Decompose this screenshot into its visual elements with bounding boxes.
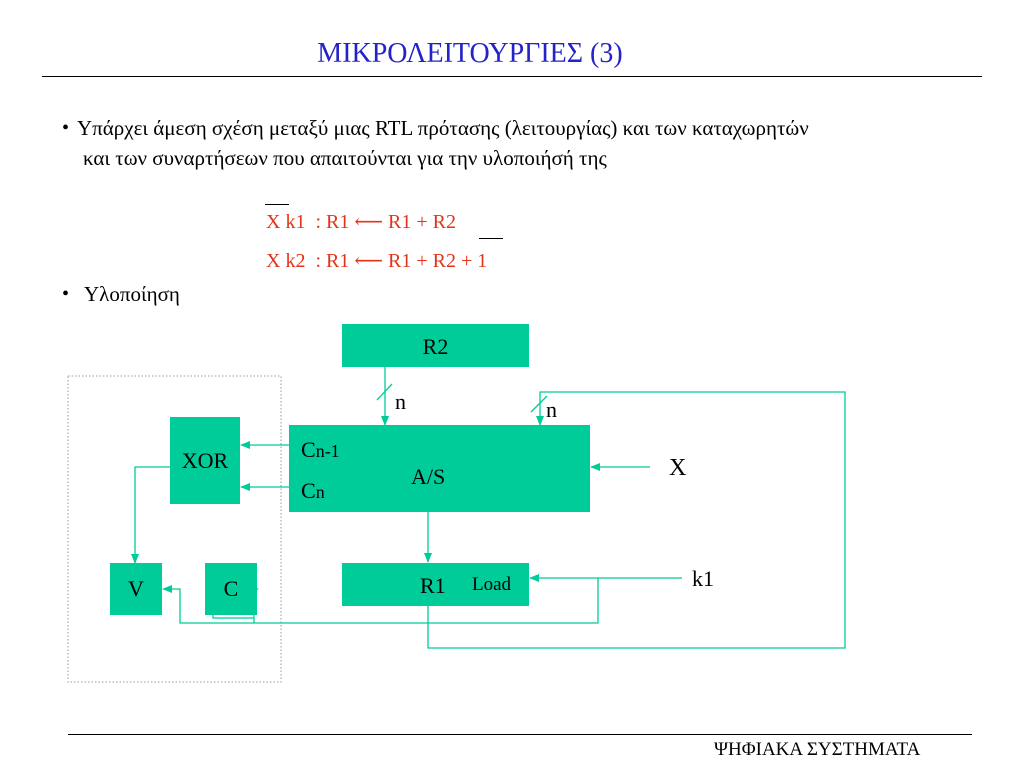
wire-r1-feedback	[427, 391, 846, 649]
bullet-2-text: Υλοποίηση	[84, 282, 180, 306]
footer-course-name: ΨΗΦΙΑΚΑ ΣΥΣΤΗΜΑΤΑ	[714, 739, 921, 760]
control-k1-label: k1	[692, 566, 714, 591]
flag-c-label: C	[223, 576, 239, 601]
footer-divider	[68, 734, 972, 735]
carry-out-cn: Cn	[301, 478, 325, 504]
bus-slash-left	[376, 383, 393, 401]
bullet-1-line-1: Υπάρχει άμεση σχέση μεταξύ μιας RTL πρότ…	[77, 116, 809, 140]
flag-group-outline	[67, 375, 282, 683]
bus-width-label-left: n	[395, 389, 406, 414]
bullet-marker-1: •	[62, 117, 70, 139]
flag-v-label: V	[128, 576, 144, 601]
rtl-statement-2: X k2 : R1 ⟵ R1 + R2 + 1	[266, 250, 488, 272]
register-r1: R1 Load	[342, 563, 529, 606]
bullet-marker-2: •	[62, 283, 70, 305]
xor-gate: XOR	[170, 417, 240, 504]
wire-xor-to-v	[131, 466, 170, 564]
title-divider	[42, 76, 982, 77]
register-r1-label: R1	[420, 573, 446, 598]
xor-gate-label: XOR	[181, 448, 229, 473]
register-r1-load-label: Load	[472, 574, 512, 595]
rtl-statement-1: X k1 : R1 ⟵ R1 + R2	[266, 211, 456, 233]
flag-v: V	[110, 563, 162, 615]
carry-cn-sub: n	[315, 482, 325, 502]
carry-cn-main: C	[301, 478, 316, 503]
overbar-r2	[479, 238, 503, 239]
adder-subtractor-label: A/S	[411, 464, 446, 489]
register-r2: R2	[342, 324, 529, 367]
carry-cn1-sub: n-1	[315, 441, 340, 461]
bus-slash-right	[530, 395, 548, 413]
bus-width-label-right: n	[546, 397, 557, 422]
slide-title: ΜΙΚΡΟΛΕΙΤΟΥΡΓΙΕΣ (3)	[317, 38, 623, 69]
control-x-label: X	[669, 455, 687, 481]
adder-subtractor: Cn-1 Cn A/S	[289, 425, 590, 512]
carry-cn1-main: C	[301, 437, 316, 462]
wire-k1-to-flags	[162, 578, 599, 624]
bullet-1-line-2: και των συναρτήσεων που απαιτούνται για …	[83, 146, 607, 170]
overbar-x	[265, 204, 289, 205]
register-r2-label: R2	[422, 334, 449, 359]
carry-out-cn1: Cn-1	[301, 437, 340, 463]
wire-c-loop	[212, 614, 254, 619]
flag-c: C	[205, 563, 257, 615]
